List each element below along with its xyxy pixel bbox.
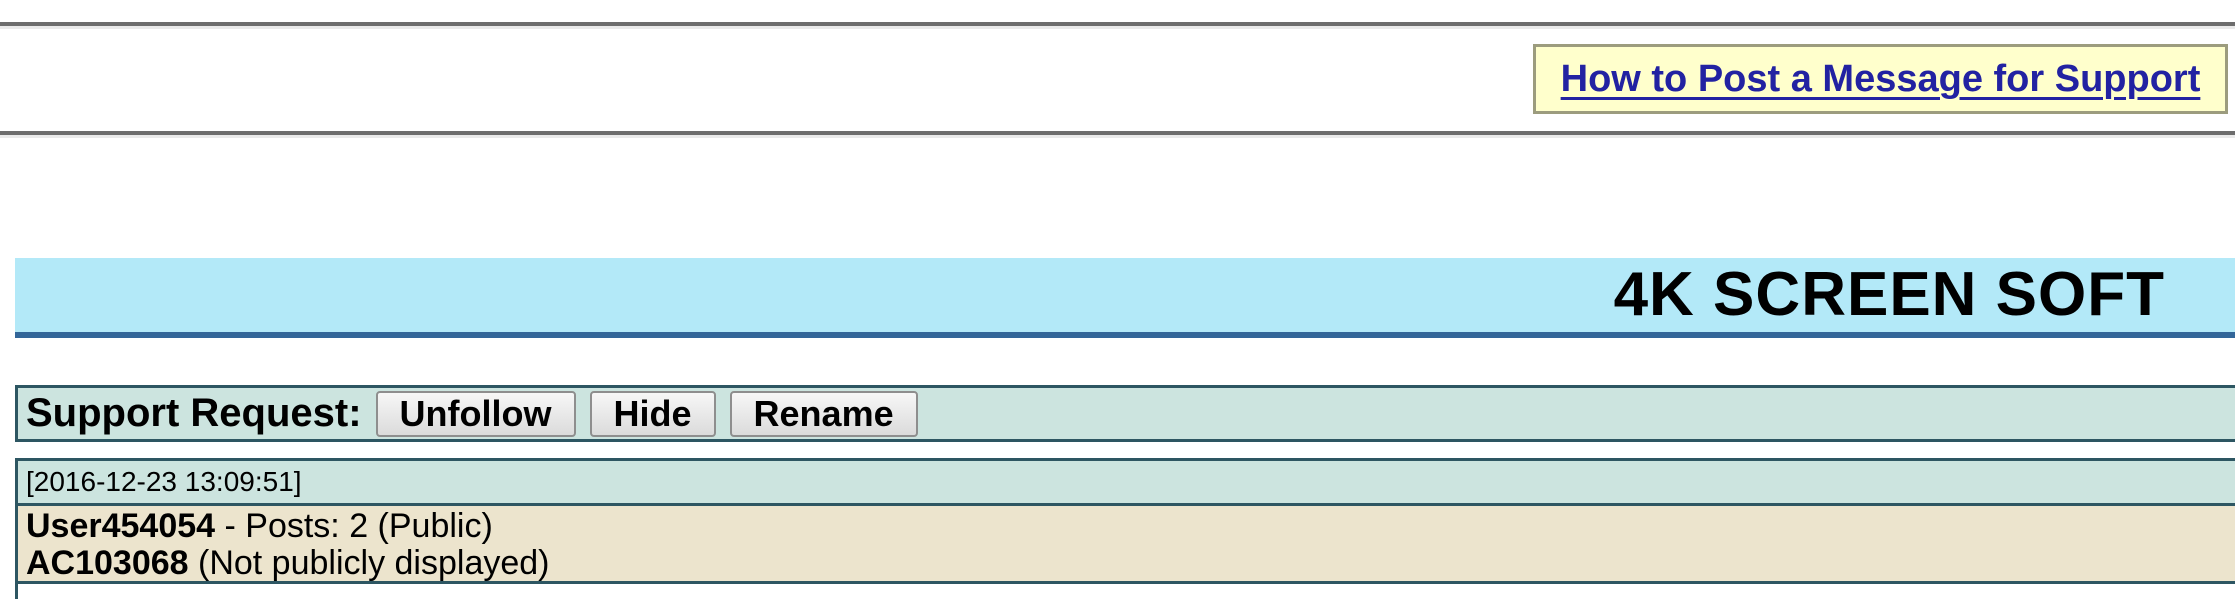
post-author: User454054 xyxy=(26,507,216,545)
help-link-box: How to Post a Message for Support xyxy=(1533,44,2228,114)
post-account-note: (Not publicly displayed) xyxy=(188,544,550,582)
hide-button[interactable]: Hide xyxy=(589,390,716,437)
horizontal-rule-bottom xyxy=(0,131,2235,138)
post-timestamp: [2016-12-23 13:09:51] xyxy=(26,466,302,497)
post-author-row: User454054 - Posts: 2 (Public) AC103068 … xyxy=(18,506,2235,584)
support-request-toolbar: Support Request: Unfollow Hide Rename xyxy=(15,385,2235,442)
post-container: [2016-12-23 13:09:51] User454054 - Posts… xyxy=(15,458,2235,599)
post-account-id: AC103068 xyxy=(26,544,189,582)
post-account-line: AC103068 (Not publicly displayed) xyxy=(26,545,2227,582)
post-author-line: User454054 - Posts: 2 (Public) xyxy=(26,508,2227,545)
thread-title-banner: 4K SCREEN SOFT xyxy=(15,258,2235,338)
unfollow-button[interactable]: Unfollow xyxy=(375,390,576,437)
support-request-label: Support Request: xyxy=(26,391,362,435)
post-author-details: - Posts: 2 (Public) xyxy=(215,507,493,545)
post-body-row xyxy=(18,584,2235,599)
how-to-post-link[interactable]: How to Post a Message for Support xyxy=(1560,57,2201,100)
post-timestamp-row: [2016-12-23 13:09:51] xyxy=(18,458,2235,506)
thread-title: 4K SCREEN SOFT xyxy=(1613,260,2165,329)
horizontal-rule-top xyxy=(0,22,2235,29)
rename-button[interactable]: Rename xyxy=(729,390,918,437)
